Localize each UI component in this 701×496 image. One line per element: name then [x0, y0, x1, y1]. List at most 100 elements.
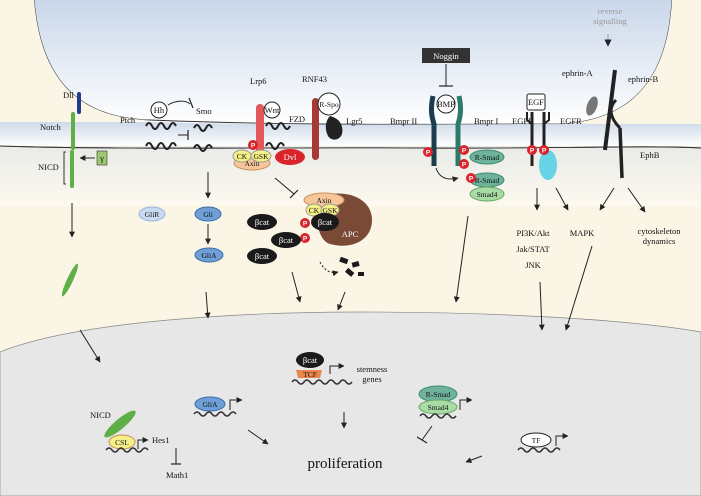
tcf-label: TCF: [303, 370, 317, 379]
tf-label: TF: [532, 436, 541, 445]
csl-label: CSL: [115, 438, 129, 447]
svg-text:P: P: [303, 236, 308, 243]
svg-text:P: P: [303, 221, 308, 228]
tf: [520, 432, 552, 448]
smo-label: Smo: [196, 106, 212, 116]
nicd-nuclear: [104, 410, 136, 438]
bcat-nuclear: [296, 352, 324, 368]
gli: [194, 206, 222, 222]
bmpr1-receptor: [455, 95, 464, 166]
bmpr2-label: Bmpr II: [390, 116, 417, 126]
dvl-label: Dvl: [284, 152, 297, 162]
svg-text:Smad4: Smad4: [477, 190, 498, 199]
math1-label: Math1: [166, 470, 188, 480]
bcat-free-1: [247, 214, 277, 230]
bmpr2-receptor: [428, 95, 437, 166]
notch-receptor: [71, 112, 75, 150]
bcat-free-2: [271, 232, 301, 248]
extracellular-space: [34, 0, 672, 125]
bmp-label: BMP: [437, 99, 455, 109]
wnt-ligand: [263, 101, 281, 119]
egf-ligand: [526, 93, 546, 111]
lgr5-receptor: [325, 116, 343, 140]
gsk-complex: [250, 149, 272, 163]
ephb-receptor: [618, 127, 624, 179]
svg-text:βcat: βcat: [279, 235, 294, 245]
svg-text:CK: CK: [309, 206, 320, 215]
hes1-label: Hes1: [152, 435, 169, 445]
svg-text:P: P: [426, 150, 431, 157]
fzd-receptor: [265, 122, 291, 130]
glir: [138, 206, 166, 222]
egfr-right-label: EGFR: [560, 116, 582, 126]
rnf43-label: RNF43: [302, 74, 327, 84]
rsmad-1: [469, 149, 505, 165]
gamma-secretase: [96, 150, 108, 166]
glia-nuclear: [194, 396, 226, 412]
svg-text:CK: CK: [237, 152, 248, 161]
hh-label: Hh: [154, 105, 165, 115]
egf-label: EGF: [528, 97, 544, 107]
svg-text:GSK: GSK: [253, 152, 269, 161]
rspo-ligand: [317, 92, 341, 116]
rnf43-receptor: [312, 98, 319, 160]
svg-text:βcat: βcat: [303, 355, 318, 365]
mapk-label: MAPK: [570, 228, 595, 238]
glia-label: GliA: [202, 251, 218, 260]
ephrin-b-label: ephrin-B: [628, 74, 659, 84]
degradation-fragments: [339, 256, 364, 277]
svg-text:P: P: [462, 148, 467, 155]
svg-text:P: P: [462, 162, 467, 169]
svg-text:P: P: [530, 148, 535, 155]
dvl: [275, 149, 305, 165]
svg-text:GliA: GliA: [203, 400, 219, 409]
bmpr1-label: Bmpr I: [474, 116, 498, 126]
dll-label: Dll: [63, 90, 75, 100]
svg-text:Smad4: Smad4: [428, 403, 449, 412]
lgr5-label: Lgr5: [346, 116, 363, 126]
hh-ligand: [150, 101, 168, 119]
egfr-adaptor: [539, 150, 557, 180]
noggin: [422, 48, 470, 63]
smad4: [469, 186, 505, 202]
ptch-receptor: [145, 122, 177, 130]
ephb-label: EphB: [640, 150, 660, 160]
svg-text:P: P: [469, 176, 474, 183]
lrp6-label: Lrp6: [250, 76, 267, 86]
nicd-membrane: [70, 150, 74, 188]
lrp6-receptor: [256, 104, 264, 160]
ephrin-a: [586, 96, 598, 116]
svg-text:βcat: βcat: [255, 217, 270, 227]
gamma-label: γ: [99, 153, 104, 163]
fzd-label: FZD: [289, 114, 305, 124]
svg-text:P: P: [542, 148, 547, 155]
nicd-label: NICD: [38, 162, 59, 172]
nicd-nuclear-label: NICD: [90, 410, 111, 420]
svg-text:GSK: GSK: [322, 206, 338, 215]
wnt-label: Wnt: [265, 105, 280, 115]
noggin-label: Noggin: [433, 51, 459, 61]
nucleus: [0, 311, 701, 496]
rspo-label: R-Spo: [319, 100, 338, 109]
smo-receptor: [193, 124, 213, 132]
svg-text:βcat: βcat: [318, 217, 333, 227]
bcat-bound: [311, 213, 339, 231]
svg-text:R-Smad: R-Smad: [475, 153, 500, 162]
svg-text:βcat: βcat: [255, 251, 270, 261]
notch-label: Notch: [40, 122, 62, 132]
gli-label: Gli: [203, 210, 213, 219]
glir-label: GliR: [145, 210, 160, 219]
tcf: [296, 370, 322, 378]
svg-text:P: P: [251, 143, 256, 150]
proliferation-label: proliferation: [308, 456, 383, 472]
smad4-nuclear: [418, 399, 458, 415]
bmp-ligand: [436, 94, 456, 114]
egfr-left-label: EGFR: [512, 116, 534, 126]
svg-text:R-Smad: R-Smad: [426, 390, 451, 399]
ephrin-a-label: ephrin-A: [562, 68, 594, 78]
